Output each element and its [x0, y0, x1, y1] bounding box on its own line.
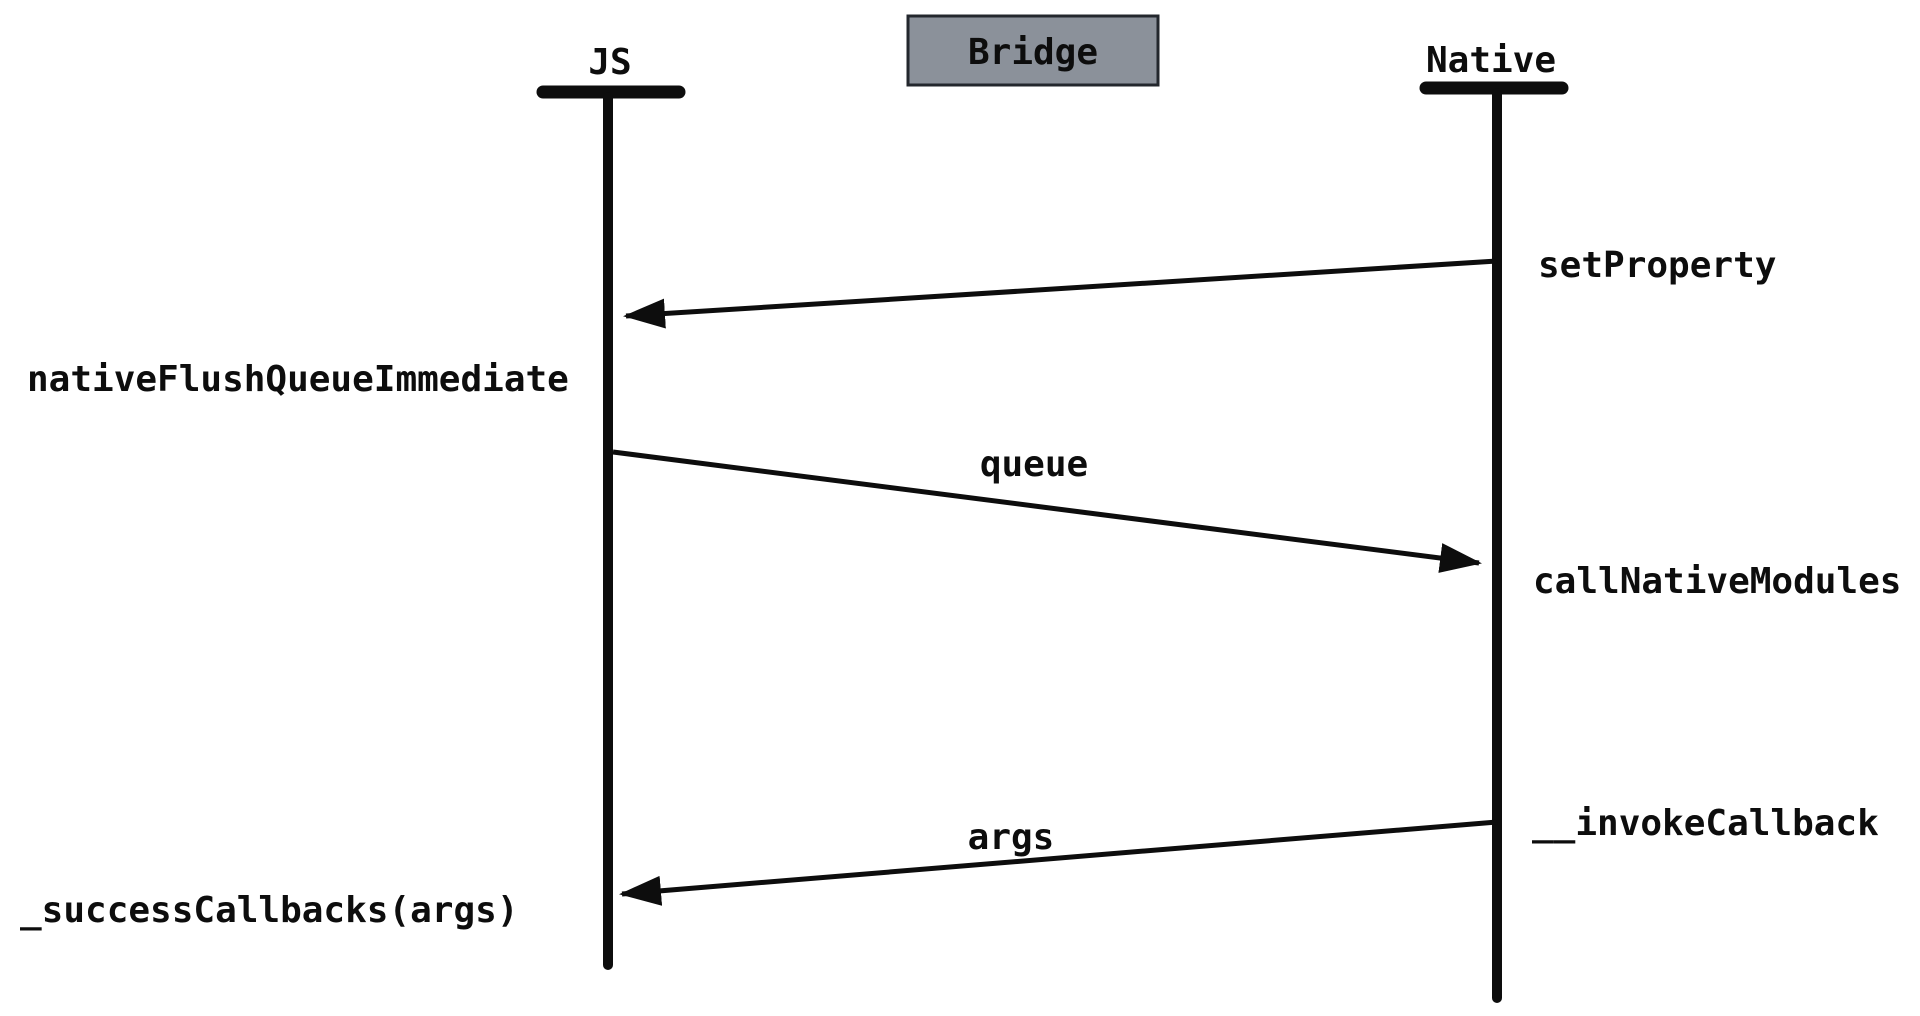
- js-actor-label: JS: [588, 42, 631, 83]
- nativeflushqueueimmediate-label: nativeFlushQueueImmediate: [27, 359, 569, 400]
- invokecallback-label: __invokeCallback: [1532, 803, 1879, 844]
- bridge-box: [906, 14, 1160, 87]
- message-arrow-queue: [612, 449, 1482, 573]
- callnativemodules-label: callNativeModules: [1533, 561, 1901, 602]
- successcallbacks-label: _successCallbacks(args): [20, 890, 519, 931]
- native-actor-label: Native: [1426, 40, 1556, 81]
- queue-label: queue: [980, 444, 1088, 485]
- args-label: args: [968, 817, 1055, 858]
- message-arrow-args: [619, 819, 1498, 906]
- bridge-label: Bridge: [968, 32, 1098, 73]
- message-arrow-setproperty: [623, 258, 1498, 329]
- setproperty-label: setProperty: [1538, 245, 1776, 286]
